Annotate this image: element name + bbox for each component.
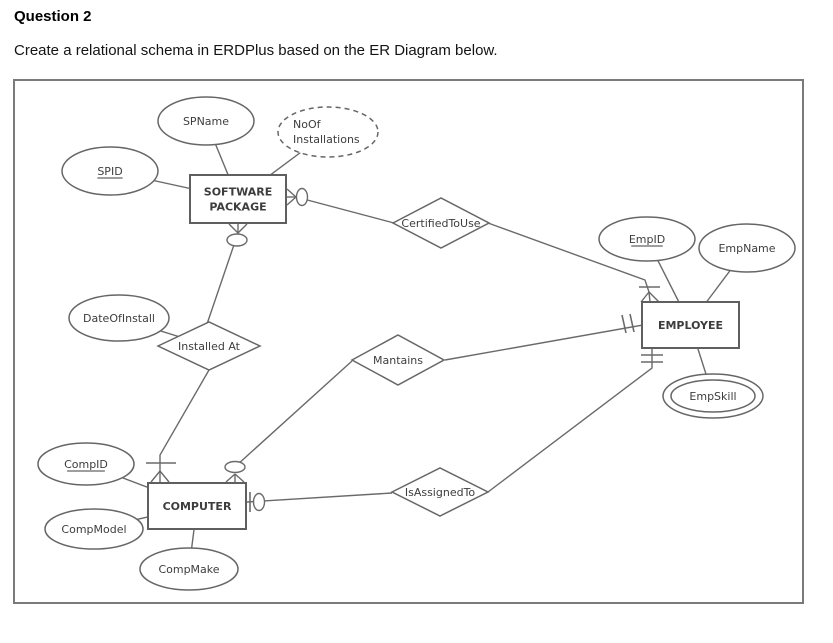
- attribute-label: DateOfInstall: [83, 312, 155, 325]
- crowfoot-prong: [286, 188, 297, 198]
- cardinality-circle-icon: [226, 233, 248, 247]
- cardinality-bar: [621, 314, 627, 334]
- entity-label: EMPLOYEE: [658, 319, 723, 332]
- crowfoot-prong: [286, 196, 297, 206]
- cardinality-circle-icon: [252, 492, 266, 512]
- attribute-ellipse: [61, 146, 159, 196]
- relationship-diamond: [156, 321, 262, 371]
- crowfoot-prong: [237, 223, 248, 234]
- attribute-empid: EmpID: [598, 216, 696, 262]
- cardinality-circle-icon: [224, 460, 246, 474]
- cardinality-circle-icon: [295, 187, 309, 207]
- attribute-ellipse: [139, 547, 239, 591]
- attribute-label: CompID: [64, 458, 108, 471]
- entity-label: COMPUTER: [163, 500, 232, 513]
- question-title: Question 2: [14, 8, 92, 25]
- entity-rect: [641, 301, 740, 349]
- crowfoot-prong: [228, 223, 239, 234]
- crowfoot-prong: [159, 470, 170, 483]
- relationship-edge-line: [159, 369, 210, 471]
- attribute-label: SPName: [183, 115, 229, 128]
- attribute-spid: SPID: [61, 146, 159, 196]
- attribute-label: EmpID: [629, 233, 665, 246]
- crowfoot-prong: [640, 291, 650, 303]
- attribute-ellipse: [598, 216, 696, 262]
- attribute-spname: SPName: [157, 96, 255, 146]
- relationship-diamond: [391, 197, 491, 249]
- attribute-ellipse: [37, 442, 135, 486]
- attribute-label: CompMake: [158, 563, 219, 576]
- entity-label: SOFTWARE: [204, 186, 272, 199]
- attribute-label: EmpName: [718, 242, 775, 255]
- attribute-label: EmpSkill: [689, 390, 736, 403]
- crowfoot-prong: [648, 291, 651, 303]
- relationship-diamond: [390, 467, 490, 517]
- crowfoot-prong: [150, 470, 161, 483]
- attribute-ellipse: [68, 294, 170, 342]
- attribute-label: CompModel: [61, 523, 126, 536]
- attribute-label: SPID: [97, 165, 122, 178]
- relationship-edge-line: [206, 232, 239, 325]
- relationship-diamond: [350, 334, 446, 386]
- crowfoot-prong: [225, 473, 236, 483]
- relationship-edge-line: [236, 360, 353, 466]
- relationship-certifiedtouse: CertifiedToUse: [391, 197, 491, 249]
- crowfoot-prong: [234, 473, 245, 483]
- attribute-ellipse: [44, 508, 144, 550]
- relationship-isassignedto: IsAssignedTo: [390, 467, 490, 517]
- attribute-ellipse: [277, 106, 379, 158]
- entity-computer: COMPUTER: [147, 482, 247, 530]
- attribute-inner-ellipse: [670, 379, 756, 413]
- attribute-compid: CompID: [37, 442, 135, 486]
- attribute-dateofinstall: DateOfInstall: [68, 294, 170, 342]
- attribute-label: NoOf: [293, 118, 322, 131]
- relationship-edge-line: [444, 324, 644, 361]
- relationship-installed-at: Installed At: [156, 321, 262, 371]
- attribute-ellipse: [698, 223, 796, 273]
- entity-rect: [189, 174, 287, 224]
- relationship-label: Installed At: [178, 340, 241, 353]
- question-instruction: Create a relational schema in ERDPlus ba…: [14, 42, 498, 59]
- attribute-empskill: EmpSkill: [662, 373, 764, 419]
- relationship-label: Mantains: [373, 354, 423, 367]
- relationship-label: IsAssignedTo: [405, 486, 476, 499]
- entity-software-package: SOFTWARE PACKAGE: [189, 174, 287, 224]
- relationship-edge-line: [295, 196, 395, 224]
- relationship-edge-line: [246, 492, 393, 503]
- entity-employee: EMPLOYEE: [641, 301, 740, 349]
- entity-label: PACKAGE: [209, 201, 266, 214]
- attribute-compmodel: CompModel: [44, 508, 144, 550]
- crowfoot-prong: [648, 291, 660, 303]
- cardinality-bar: [629, 313, 635, 333]
- relationship-label: CertifiedToUse: [401, 217, 480, 230]
- attribute-compmake: CompMake: [139, 547, 239, 591]
- attribute-empname: EmpName: [698, 223, 796, 273]
- relationship-mantains: Mantains: [350, 334, 446, 386]
- attribute-label: Installations: [293, 133, 360, 146]
- entity-rect: [147, 482, 247, 530]
- attribute-ellipse: [157, 96, 255, 146]
- attribute-ellipse: [662, 373, 764, 419]
- relationship-edge-line: [487, 222, 650, 293]
